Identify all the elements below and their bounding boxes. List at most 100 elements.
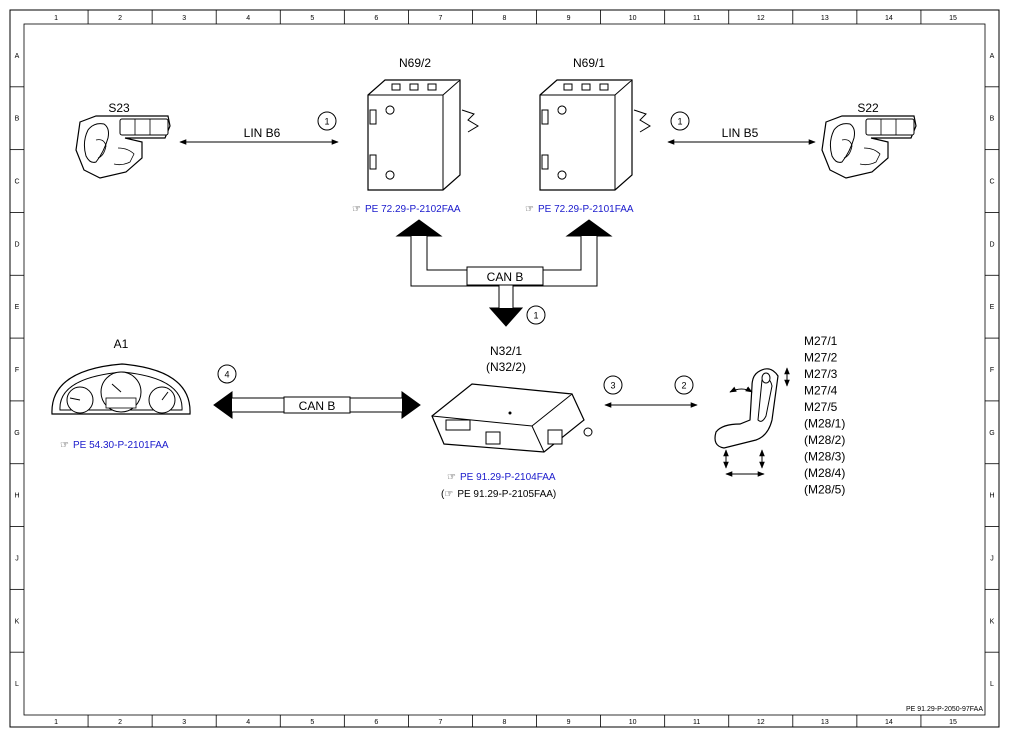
instrument-cluster-icon — [51, 363, 191, 415]
marker-2: 2 — [674, 375, 694, 395]
control-module-icon — [431, 383, 593, 453]
grid-col-label-top: 4 — [246, 15, 250, 22]
grid-col-label-bottom: 9 — [567, 719, 571, 726]
bus-lin-b5: LIN B5 — [667, 126, 816, 145]
ref-n69-2: ☞PE 72.29-P-2102FAA — [352, 204, 461, 215]
label-can-b-top: CAN B — [487, 270, 524, 284]
motor-label: M27/1 — [804, 334, 838, 348]
grid-col-label-bottom: 2 — [118, 719, 122, 726]
svg-text:1: 1 — [677, 117, 682, 127]
control-module-icon — [539, 79, 651, 191]
marker-1-center: 1 — [526, 305, 546, 325]
grid-row-label-left: F — [15, 367, 19, 374]
bus-lin-b6: LIN B6 — [179, 126, 339, 145]
motor-label: M27/5 — [804, 400, 838, 414]
grid-row-label-left: L — [15, 681, 19, 688]
svg-text:1: 1 — [324, 117, 329, 127]
ref-a1: ☞PE 54.30-P-2101FAA — [60, 440, 169, 451]
grid-col-label-top: 9 — [567, 15, 571, 22]
module-n69-1: N69/1 ☞PE 72.29-P-2101FAA — [525, 56, 651, 215]
seat-adjustment-switch-icon — [821, 115, 917, 179]
motor-label: M27/4 — [804, 384, 838, 398]
grid-col-label-top: 8 — [503, 15, 507, 22]
svg-text:3: 3 — [610, 381, 615, 391]
grid-row-label-right: E — [990, 304, 995, 311]
grid-row-label-left: E — [15, 304, 20, 311]
grid-row-label-right: A — [990, 53, 995, 60]
label-can-b-left: CAN B — [299, 399, 336, 413]
marker-1-left: 1 — [317, 111, 337, 131]
svg-text:2: 2 — [681, 381, 686, 391]
grid-col-label-bottom: 3 — [182, 719, 186, 726]
grid-col-label-bottom: 11 — [693, 719, 700, 726]
doc-id: PE 91.29-P-2050-97FAA — [906, 706, 983, 713]
svg-text:4: 4 — [224, 370, 229, 380]
grid-row-label-left: G — [14, 430, 19, 437]
grid-col-label-bottom: 1 — [54, 719, 58, 726]
pointing-hand-icon: ☞ — [444, 489, 453, 500]
bus-can-b-left: CAN B — [213, 391, 421, 419]
grid-col-label-top: 15 — [949, 15, 957, 22]
label-n32-2: (N32/2) — [486, 360, 526, 374]
grid-row-label-left: C — [14, 179, 19, 186]
grid-row-label-right: L — [990, 681, 994, 688]
grid-col-label-top: 12 — [757, 15, 765, 22]
label-s22: S22 — [857, 101, 879, 115]
grid-col-label-bottom: 12 — [757, 719, 765, 726]
grid-col-label-top: 5 — [310, 15, 314, 22]
seat-adjustment-switch-icon — [75, 115, 171, 179]
seat-motor-icon — [714, 367, 790, 477]
drawing-frame — [9, 9, 1000, 728]
grid-row-label-right: H — [989, 493, 994, 500]
grid-row-label-left: A — [15, 53, 20, 60]
pointing-hand-icon: ☞ — [352, 204, 361, 215]
grid-row-label-right: B — [990, 116, 995, 123]
label-n32-1: N32/1 — [490, 344, 522, 358]
grid-col-label-top: 10 — [629, 15, 637, 22]
grid-row-label-right: G — [989, 430, 994, 437]
label-s23: S23 — [108, 101, 130, 115]
label-lin-b6: LIN B6 — [244, 126, 281, 140]
grid-col-label-top: 13 — [821, 15, 829, 22]
motor-label: (M28/4) — [804, 466, 845, 480]
pointing-hand-icon: ☞ — [447, 472, 456, 483]
drawing-inner-frame — [23, 23, 986, 716]
motor-label: (M28/5) — [804, 483, 845, 497]
grid-col-label-bottom: 8 — [503, 719, 507, 726]
marker-1-right: 1 — [670, 111, 690, 131]
label-lin-b5: LIN B5 — [722, 126, 759, 140]
grid-col-label-bottom: 6 — [374, 719, 378, 726]
ref-n32-1: ☞PE 91.29-P-2104FAA — [447, 472, 556, 483]
motor-label: (M28/1) — [804, 417, 845, 431]
switch-s23: S23 — [75, 101, 171, 179]
grid-row-label-right: J — [990, 555, 994, 562]
grid-col-label-top: 2 — [118, 15, 122, 22]
grid-row-label-left: D — [14, 241, 19, 248]
grid-row-label-right: K — [990, 618, 995, 625]
module-n69-2: N69/2 ☞PE 72.29-P-2102FAA — [352, 56, 479, 215]
motor-label: (M28/2) — [804, 433, 845, 447]
grid-col-label-top: 11 — [693, 15, 700, 22]
grid-row-label-left: K — [15, 618, 20, 625]
grid-row-label-left: B — [15, 116, 20, 123]
motor-label: M27/2 — [804, 351, 838, 365]
grid-row-label-left: J — [15, 555, 19, 562]
switch-s22: S22 — [821, 101, 917, 179]
motor-label: M27/3 — [804, 367, 838, 381]
module-n32-1: N32/1 (N32/2) ☞PE 91.29-P-2104FAA (☞PE 9… — [431, 344, 593, 500]
grid-col-label-top: 3 — [182, 15, 186, 22]
ref-n69-1: ☞PE 72.29-P-2101FAA — [525, 204, 634, 215]
grid-col-label-top: 7 — [438, 15, 442, 22]
grid-layer: 1122334455667788991010111112121313141415… — [10, 10, 999, 727]
marker-4: 4 — [217, 364, 237, 384]
label-n69-2: N69/2 — [399, 56, 431, 70]
grid-col-label-bottom: 4 — [246, 719, 250, 726]
motor-label: (M28/3) — [804, 450, 845, 464]
grid-col-label-bottom: 13 — [821, 719, 829, 726]
control-module-icon — [367, 79, 479, 191]
grid-col-label-top: 1 — [54, 15, 58, 22]
pointing-hand-icon: ☞ — [525, 204, 534, 215]
label-a1: A1 — [114, 337, 129, 351]
